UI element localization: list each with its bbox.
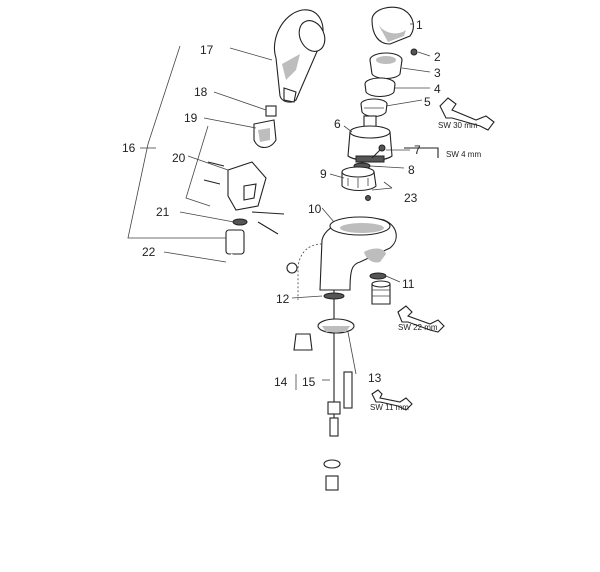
callout-5: 5 (424, 95, 431, 109)
callout-10: 10 (308, 202, 322, 216)
callout-2: 2 (434, 50, 441, 64)
wrench-sw22 (397, 305, 445, 333)
callout-21: 21 (156, 205, 170, 219)
callout-labels: 1 2 3 4 5 6 7 8 9 10 11 12 13 14 15 16 1… (122, 18, 441, 389)
nipple-18 (265, 105, 277, 117)
mounting-assembly (317, 290, 355, 437)
callout-16: 16 (122, 141, 136, 155)
cartridge (347, 115, 393, 163)
callout-17: 17 (200, 43, 214, 57)
tool-label-sw30: SW 30 mm (438, 121, 478, 130)
shower-holder (253, 119, 277, 149)
callout-7: 7 (414, 143, 421, 157)
callout-18: 18 (194, 85, 208, 99)
shower-hose (177, 229, 341, 560)
callout-8: 8 (408, 163, 415, 177)
callout-1: 1 (416, 18, 423, 32)
callout-20: 20 (172, 151, 186, 165)
callout-3: 3 (434, 66, 441, 80)
wrench-sw30 (439, 97, 495, 131)
callout-22: 22 (142, 245, 156, 259)
hex-key (404, 147, 439, 158)
hand-shower (274, 9, 326, 103)
plug-chain (286, 243, 323, 351)
set-screw (410, 48, 418, 56)
callout-23: 23 (404, 191, 418, 205)
seal-21 (232, 218, 248, 226)
callout-9: 9 (320, 167, 327, 181)
callout-19: 19 (184, 111, 198, 125)
callout-6: 6 (334, 117, 341, 131)
cover-ring (369, 52, 403, 80)
callout-14: 14 (274, 375, 288, 389)
callout-13: 13 (368, 371, 382, 385)
lever-handle (371, 6, 414, 45)
cartridge-nut (364, 77, 396, 98)
mixer-body (319, 216, 397, 291)
tool-label-sw11: SW 11 mm (370, 403, 409, 412)
tool-label-sw4: SW 4 mm (446, 150, 481, 159)
callout-4: 4 (434, 82, 441, 96)
aerator (369, 272, 391, 305)
wrench-sw11 (371, 389, 413, 411)
wall-bracket (227, 161, 267, 211)
screw-7 (371, 144, 386, 159)
tool-label-sw22: SW 22 mm (398, 323, 438, 332)
callout-11: 11 (402, 277, 415, 291)
leader-lines (127, 23, 431, 390)
diverter (341, 166, 377, 201)
screws-dowels (203, 161, 285, 235)
callout-12: 12 (276, 292, 290, 306)
callout-15: 15 (302, 375, 316, 389)
threaded-nut (360, 98, 388, 118)
